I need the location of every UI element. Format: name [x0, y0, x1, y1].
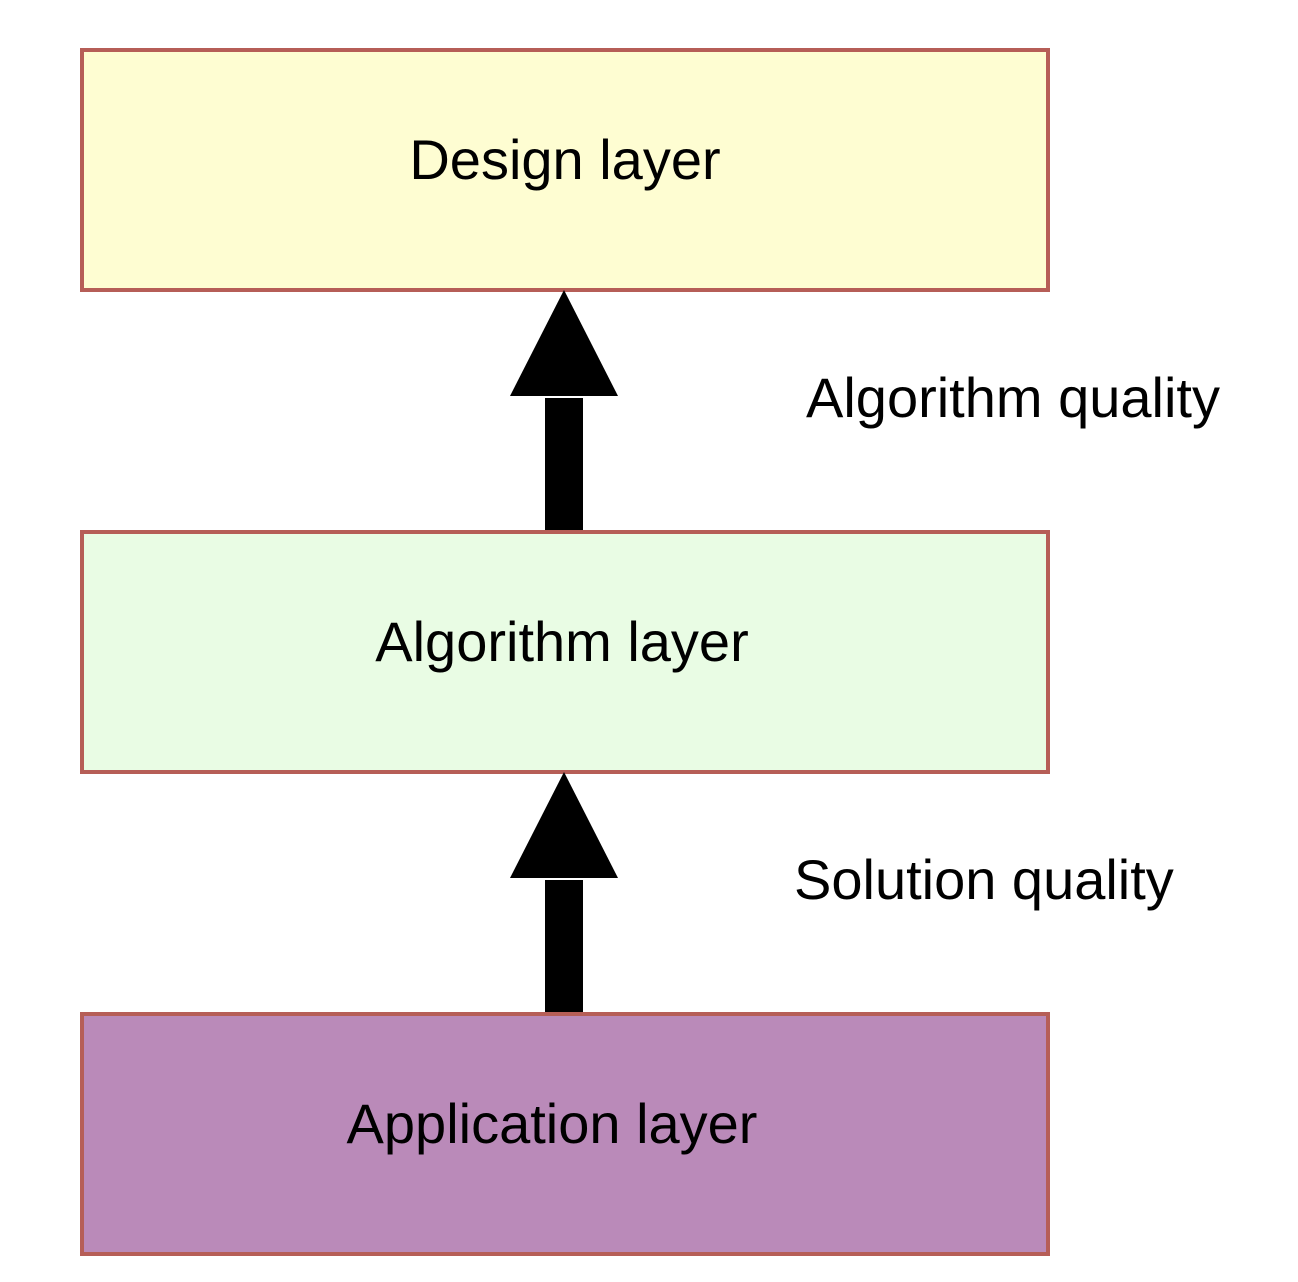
application-layer-label: Application layer [346, 1092, 758, 1155]
algorithm-layer-box: Algorithm layer [80, 530, 1050, 774]
algorithm-layer-label: Algorithm layer [375, 610, 749, 673]
up-arrow-icon [510, 290, 618, 530]
application-layer-box: Application layer [80, 1012, 1050, 1256]
solution-quality-label: Solution quality [794, 848, 1174, 911]
design-layer-label: Design layer [409, 128, 721, 191]
up-arrow-icon [510, 772, 618, 1012]
algorithm-quality-label: Algorithm quality [806, 366, 1220, 429]
design-layer-box: Design layer [80, 48, 1050, 292]
